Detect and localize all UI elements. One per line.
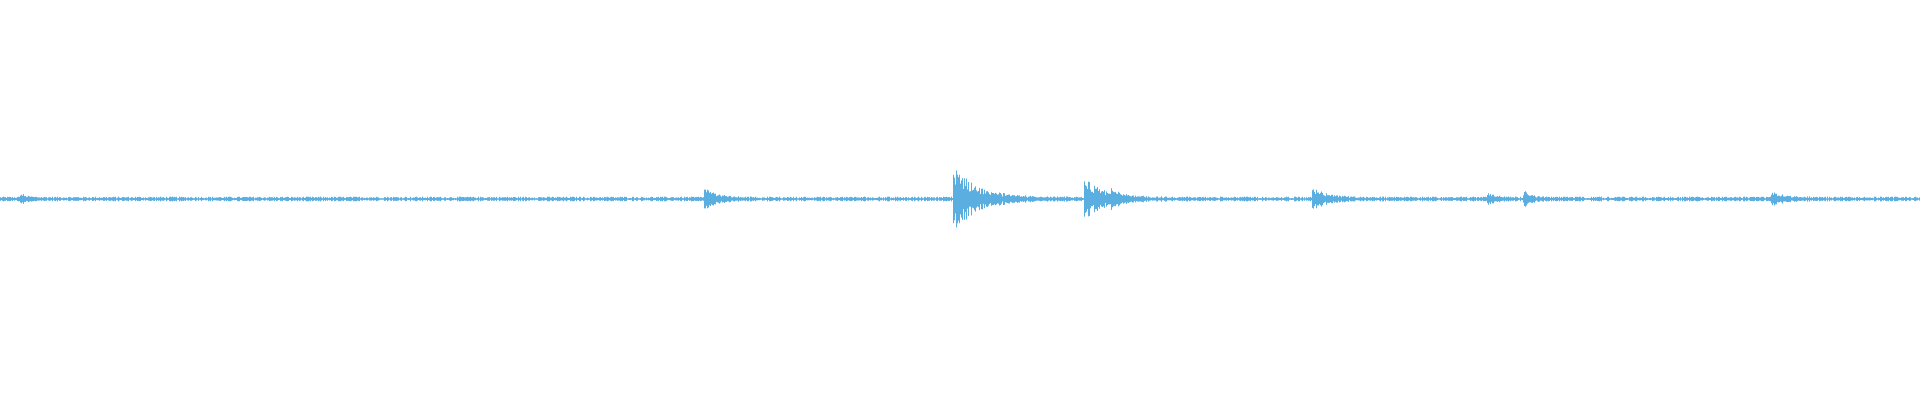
waveform-samples — [0, 170, 1920, 228]
waveform-path — [0, 170, 1920, 228]
